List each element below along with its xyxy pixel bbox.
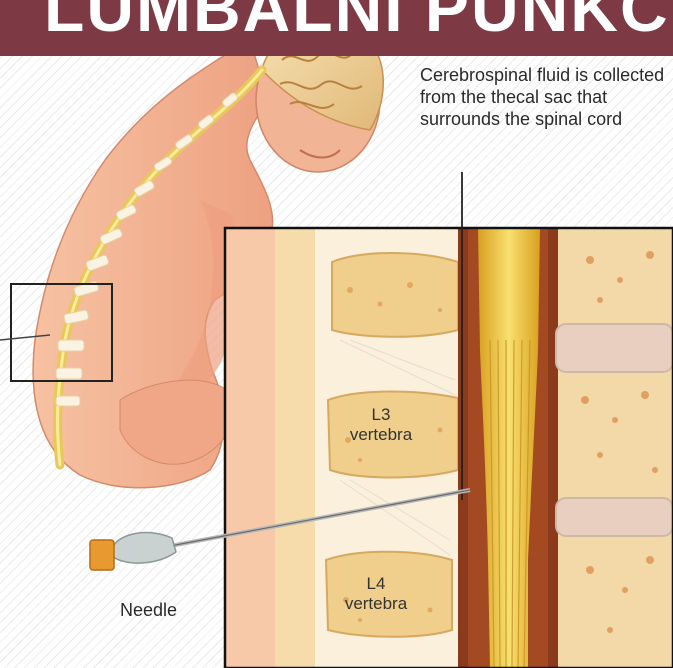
- csf-caption: Cerebrospinal fluid is collected from th…: [420, 64, 670, 130]
- page-title: LUMBÁLNÍ PUNKCE: [44, 0, 673, 46]
- l4-label-line1: L4: [331, 574, 421, 594]
- title-banner: LUMBÁLNÍ PUNKCE: [0, 0, 673, 56]
- l3-vertebra-label: L3 vertebra: [336, 405, 426, 445]
- l3-label-line1: L3: [336, 405, 426, 425]
- l4-vertebra-label: L4 vertebra: [331, 574, 421, 614]
- needle-label: Needle: [120, 600, 177, 621]
- spine-closeup-inset: [225, 228, 673, 668]
- l4-label-line2: vertebra: [331, 594, 421, 614]
- l3-label-line2: vertebra: [336, 425, 426, 445]
